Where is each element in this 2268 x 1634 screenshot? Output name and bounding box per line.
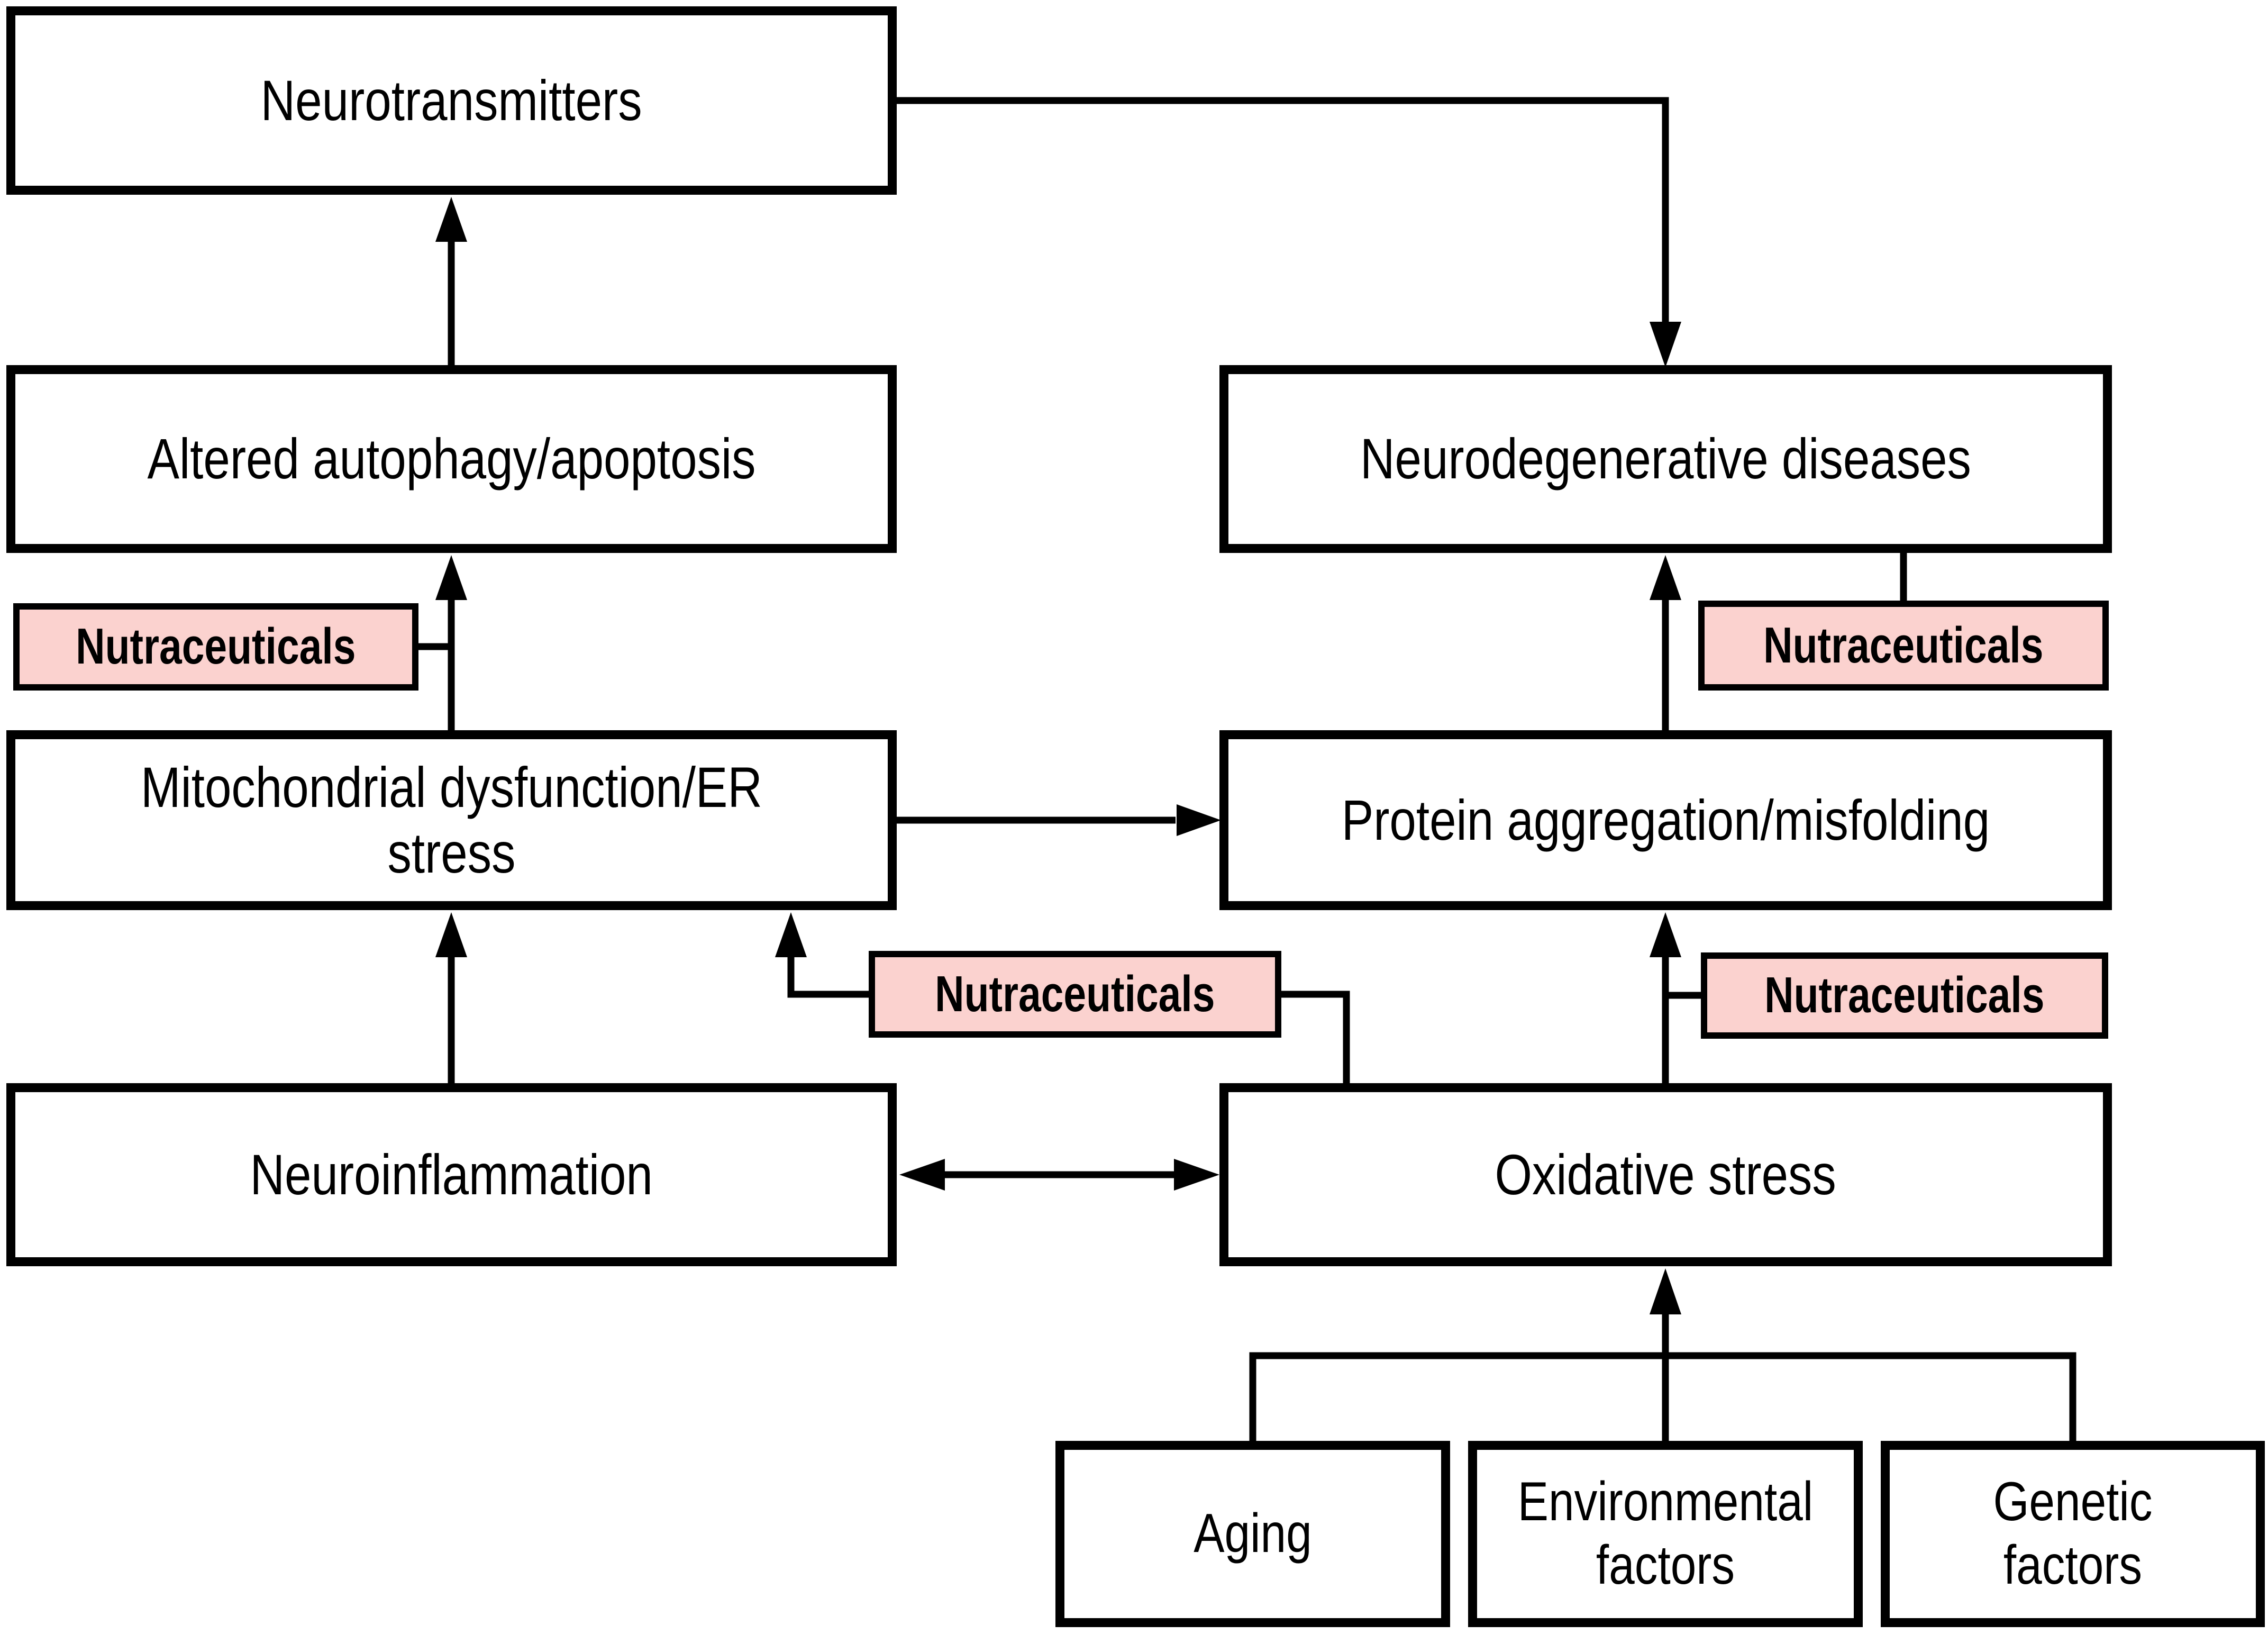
arrowhead-up-mito-left [435,912,467,957]
node-neurotransmitters: Neurotransmitters [6,6,897,195]
node-neuroinflammation: Neuroinflammation [6,1083,897,1266]
arrowhead-down-neurodegenerative [1650,322,1681,367]
node-label: Genetic factors [1993,1471,2153,1596]
link-nutraceuticals-middle-oxidative [1280,991,1350,1083]
arrowhead-up-neurodegenerative [1650,555,1681,600]
arrowhead-up-altered [435,555,467,600]
node-label: Nutraceuticals [935,965,1215,1022]
arrowhead-left-neuroinflammation [899,1159,945,1191]
node-label: Protein aggregation/misfolding [1341,787,1990,852]
node-nutraceuticals-left: Nutraceuticals [13,603,418,691]
edge-neurotransmitters-neurodegenerative [897,97,1669,323]
node-label: Neuroinflammation [250,1142,653,1206]
arrowhead-up-oxidative [1650,1268,1681,1314]
node-label: Altered autophagy/apoptosis [147,426,756,491]
node-label: Nutraceuticals [76,618,356,675]
arrowhead-right-protein [1177,804,1221,836]
node-oxidative-stress: Oxidative stress [1219,1083,2112,1266]
node-nutraceuticals-middle: Nutraceuticals [869,951,1281,1038]
node-neurodegenerative-diseases: Neurodegenerative diseases [1219,365,2112,553]
arrowhead-right-oxidative [1174,1159,1219,1191]
node-nutraceuticals-top-right: Nutraceuticals [1698,601,2109,691]
node-label: Neurodegenerative diseases [1360,426,1971,491]
node-label: Aging [1194,1503,1312,1565]
arrowhead-up-protein [1650,912,1681,957]
node-altered-autophagy: Altered autophagy/apoptosis [6,365,897,553]
node-label: Environmental factors [1517,1471,1814,1596]
node-label: Nutraceuticals [1763,616,2044,674]
edge-nutraceuticals-middle-mito [787,956,869,998]
node-mitochondrial-dysfunction: Mitochondrial dysfunction/ER stress [6,730,897,910]
node-label: Mitochondrial dysfunction/ER stress [141,755,762,885]
arrowhead-up-neurotransmitters [435,197,467,242]
node-nutraceuticals-right: Nutraceuticals [1701,952,2108,1039]
node-environmental-factors: Environmental factors [1468,1441,1863,1627]
node-genetic-factors: Genetic factors [1881,1441,2265,1627]
node-aging: Aging [1055,1441,1450,1627]
node-label: Nutraceuticals [1764,967,2045,1024]
arrowhead-up-mito-right [775,912,807,957]
node-label: Oxidative stress [1495,1142,1837,1206]
node-protein-aggregation: Protein aggregation/misfolding [1219,730,2112,910]
node-label: Neurotransmitters [261,68,642,132]
